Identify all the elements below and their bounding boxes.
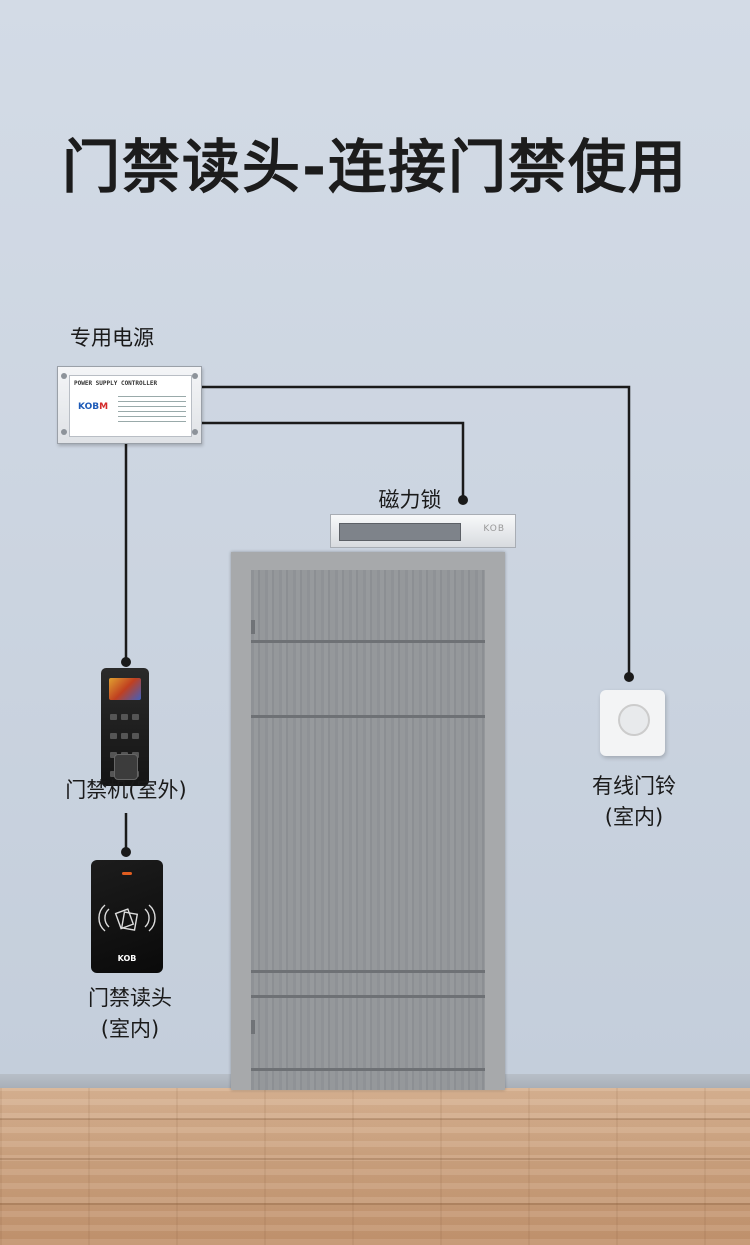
wooden-floor: [0, 1088, 750, 1245]
door-hinge: [251, 620, 255, 634]
connector-dot-maglock: [458, 495, 468, 505]
fingerprint-icon: [114, 754, 138, 780]
door: [251, 570, 485, 1090]
magnetic-lock: KOB: [330, 514, 516, 548]
psu-brand-logo: KOBM: [78, 402, 109, 412]
page-title: 门禁读头-连接门禁使用: [61, 133, 689, 201]
card-reader: KOB: [91, 860, 163, 973]
door-hinge: [251, 1020, 255, 1034]
reader-brand: KOB: [117, 954, 137, 963]
psu-header-text: POWER SUPPLY CONTROLLER: [74, 380, 158, 387]
doorbell-label: 有线门铃 (室内): [592, 774, 676, 829]
wire-to-doorbell: [200, 385, 631, 676]
connector-dot-card-reader: [121, 847, 131, 857]
wired-doorbell: [600, 690, 665, 756]
power-supply-label: 专用电源: [70, 326, 154, 350]
access-machine-label: 门禁机(室外): [65, 778, 187, 802]
access-control-machine: [101, 668, 149, 786]
card-reader-label: 门禁读头 (室内): [88, 986, 172, 1041]
maglock-brand: KOB: [483, 524, 505, 534]
connector-dot-doorbell: [624, 672, 634, 682]
power-supply-controller: POWER SUPPLY CONTROLLER KOBM: [57, 366, 202, 444]
connector-dot-access-machine: [121, 657, 131, 667]
wire-to-maglock: [200, 421, 465, 500]
rfid-card-icon: [98, 904, 156, 932]
mag-lock-label: 磁力锁: [378, 488, 442, 512]
